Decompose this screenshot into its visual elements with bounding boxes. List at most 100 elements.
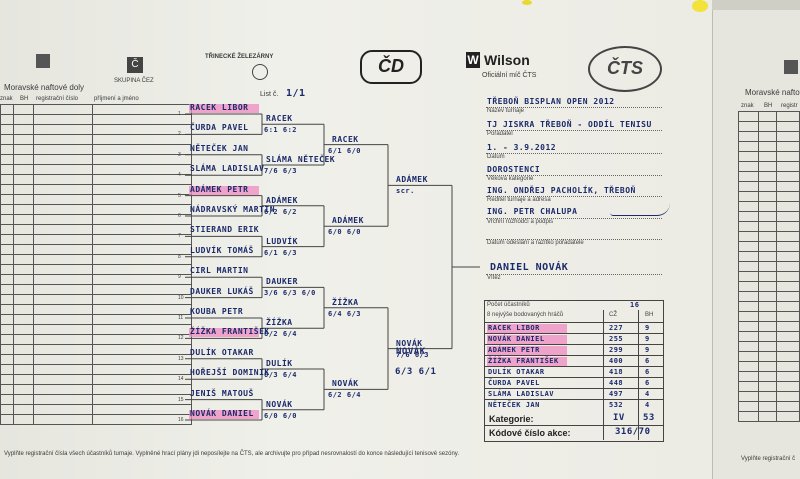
round2-winner: DULÍK bbox=[266, 359, 293, 368]
draw-position: 16 bbox=[178, 417, 184, 423]
tournament-name-label: Název turnaje bbox=[487, 108, 525, 114]
player-name: LUDVÍK TOMÁŠ bbox=[190, 245, 254, 255]
table-row bbox=[738, 371, 800, 382]
wilson-logo: W bbox=[466, 52, 480, 68]
round3-score: 6/4 6/3 bbox=[328, 309, 362, 318]
round2-score: 3/6 6/3 6/0 bbox=[264, 289, 316, 298]
draw-position: 8 bbox=[178, 253, 181, 260]
col-znak: znak bbox=[0, 96, 13, 102]
pushpin-icon bbox=[522, 0, 532, 5]
table-row bbox=[738, 181, 800, 192]
draw-position: 11 bbox=[178, 315, 184, 321]
participant-bh: 6 bbox=[645, 368, 650, 376]
code-value: 316/70 bbox=[615, 427, 651, 437]
highlight bbox=[487, 335, 567, 344]
organizer-label: Pořadatel bbox=[487, 131, 513, 137]
player-name: STIERAND ERIK bbox=[190, 225, 260, 235]
draw-position: 6 bbox=[178, 213, 181, 219]
cd-label: ČD bbox=[378, 56, 404, 76]
draw-position: 4 bbox=[178, 172, 181, 179]
trinec-label: TŘINECKÉ ŽELEZÁRNY bbox=[205, 54, 274, 60]
highlight bbox=[487, 346, 567, 355]
table-row bbox=[738, 251, 800, 262]
cts-logo: ČTS bbox=[588, 46, 662, 92]
draw-position: 15 bbox=[178, 396, 184, 403]
table-row bbox=[738, 131, 800, 142]
player-name: NĚTEČEK JAN bbox=[190, 143, 249, 153]
participant-bh: 4 bbox=[645, 390, 650, 398]
round2-score: 6/2 6/4 bbox=[264, 330, 298, 339]
category-total-label: Kategorie: bbox=[489, 414, 534, 424]
round3-score: 6/0 6/0 bbox=[328, 228, 362, 237]
participant-bh: 6 bbox=[645, 357, 650, 365]
player-name: ČURDA PAVEL bbox=[190, 123, 249, 133]
table-row bbox=[738, 311, 800, 322]
right-col-reg: registr bbox=[781, 103, 798, 109]
round2-score: 6/3 6/4 bbox=[264, 371, 298, 379]
final-winner: NOVÁK bbox=[396, 347, 426, 357]
player-name: NÁDRAVSKÝ MARTIN bbox=[190, 205, 276, 214]
final-score: 6/3 6/1 bbox=[395, 367, 437, 377]
table-row bbox=[738, 171, 800, 182]
round2-winner: SLÁMA NĚTEČEK bbox=[266, 155, 336, 164]
player-name: SLÁMA LADISLAV bbox=[190, 164, 265, 174]
participant-bh: 4 bbox=[645, 401, 650, 409]
round2-score: 7/6 6/3 bbox=[264, 167, 298, 175]
table-row bbox=[0, 414, 193, 425]
table-row bbox=[738, 271, 800, 282]
table-row bbox=[738, 221, 800, 232]
round2-winner: LUDVÍK bbox=[266, 236, 298, 246]
sent-label: Datum odeslání a razítko pořadatele bbox=[487, 240, 584, 246]
draw-position: 7 bbox=[178, 233, 181, 240]
round2-score: 6/1 6/3 bbox=[264, 248, 298, 257]
table-row bbox=[738, 281, 800, 292]
referee-label: Vrchní rozhodčí a podpis bbox=[487, 219, 554, 225]
round3-winner: ADÁMEK bbox=[332, 216, 364, 226]
draw-position: 3 bbox=[178, 151, 181, 158]
cez-logo: Č bbox=[127, 57, 143, 73]
draw-position: 13 bbox=[178, 355, 184, 362]
category-total-value: IV bbox=[613, 413, 625, 423]
highlight bbox=[487, 357, 567, 366]
pushpin-icon bbox=[692, 0, 708, 12]
mnd-logo bbox=[36, 54, 50, 68]
round3-score: 6/1 6/0 bbox=[328, 146, 362, 155]
table-row bbox=[738, 231, 800, 242]
participant-cz: 299 bbox=[609, 346, 624, 354]
participant-name: DULÍK OTAKAR bbox=[488, 368, 545, 376]
date: 1. - 3.9.2012 bbox=[487, 143, 557, 152]
list-label: List č. bbox=[260, 91, 279, 98]
table-row bbox=[738, 291, 800, 302]
table-row bbox=[738, 391, 800, 402]
participant-bh: 9 bbox=[645, 346, 650, 354]
player-name: DULÍK OTAKAR bbox=[190, 347, 254, 357]
round2-winner: ADÁMEK bbox=[266, 195, 298, 205]
participant-name: ČURDA PAVEL bbox=[488, 379, 540, 387]
participant-cz: 448 bbox=[609, 379, 624, 387]
table-row bbox=[738, 351, 800, 362]
cd-logo: ČD bbox=[360, 50, 422, 84]
winner-label: Vítěz bbox=[487, 275, 501, 281]
table-row bbox=[738, 121, 800, 132]
draw-position: 1 bbox=[178, 111, 181, 117]
participant-bh: 6 bbox=[645, 379, 650, 387]
table-row bbox=[738, 321, 800, 332]
footer-note-right: Vyplňte registrační č bbox=[741, 456, 796, 462]
category: DOROSTENCI bbox=[487, 165, 541, 174]
highlight bbox=[189, 328, 259, 338]
round3-score: 6/2 6/4 bbox=[328, 391, 362, 400]
draw-position: 14 bbox=[178, 376, 184, 383]
participants-table: Počet účastníků 16 8 nejvýše bodovaných … bbox=[484, 300, 664, 442]
round2-score: 6/2 6/2 bbox=[264, 207, 298, 216]
col-cz: CŽ bbox=[609, 312, 617, 318]
participant-name: NĚTEČEK JAN bbox=[488, 401, 540, 409]
bracket-lines bbox=[185, 113, 480, 421]
player-name: JENIŠ MATOUŠ bbox=[190, 388, 254, 398]
participant-name: ŽÍŽKA FRANTIŠEK bbox=[488, 357, 559, 365]
left-org: Moravské naftové doly bbox=[4, 83, 85, 92]
highlight bbox=[189, 185, 259, 195]
winner: DANIEL NOVÁK bbox=[490, 262, 569, 273]
player-name: NOVÁK DANIEL bbox=[190, 409, 254, 418]
